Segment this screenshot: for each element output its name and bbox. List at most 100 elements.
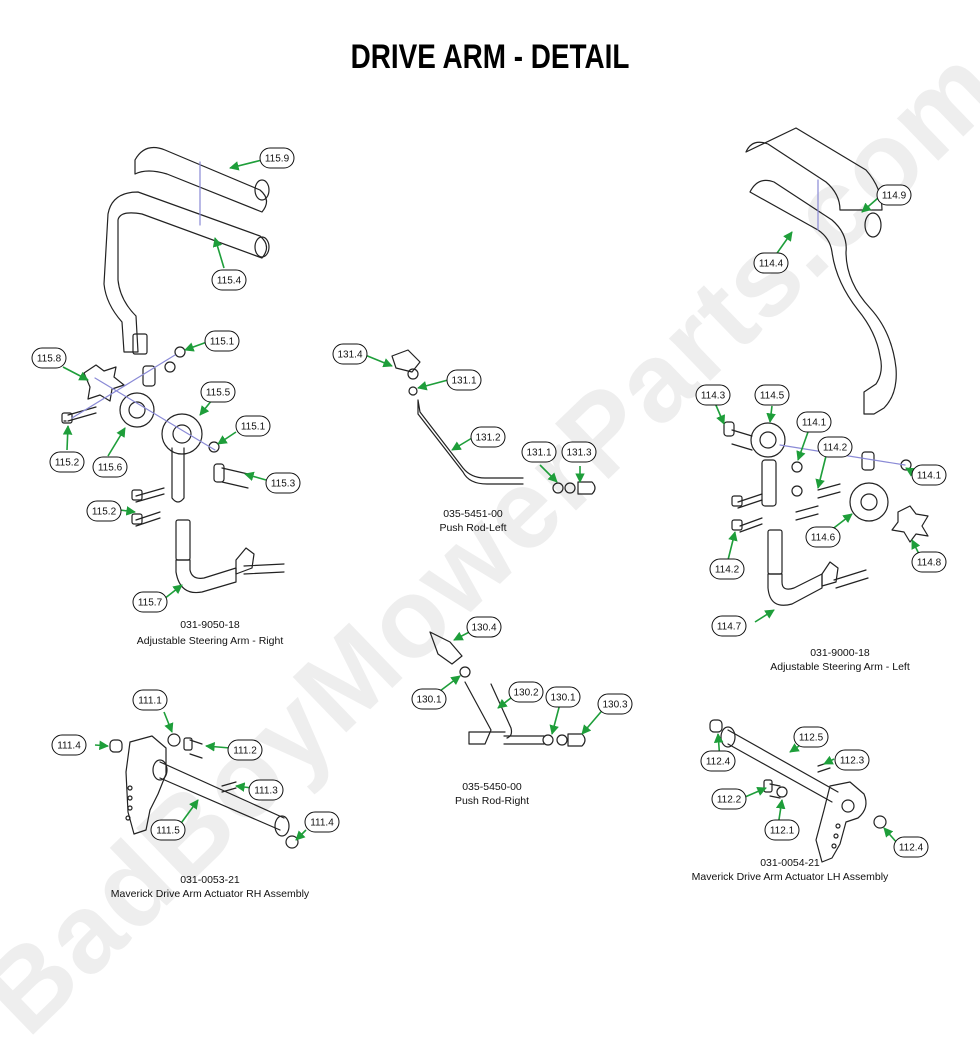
callout-114-7: 114.7 <box>711 615 747 637</box>
lh-actuator <box>709 719 887 863</box>
callout-label: 111.1 <box>138 696 162 707</box>
callout-label: 112.3 <box>840 756 865 767</box>
callout-114-3: 114.3 <box>695 384 731 406</box>
callout-label: 114.1 <box>917 471 942 482</box>
left-steering-arm-hardware <box>723 421 929 543</box>
callout-label: 115.4 <box>217 276 242 287</box>
callout-label: 131.3 <box>566 448 591 459</box>
callout-115-5: 115.5 <box>200 381 236 403</box>
callout-115-2: 115.2 <box>86 500 122 522</box>
callout-111-1: 111.1 <box>132 689 168 711</box>
caption-left-steering-arm: 031-9000-18 Adjustable Steering Arm - Le… <box>760 646 920 674</box>
callout-label: 111.5 <box>156 826 180 837</box>
callout-130-3: 130.3 <box>597 693 633 715</box>
callout-114-1: 114.1 <box>911 464 947 486</box>
callout-label: 130.1 <box>550 693 575 704</box>
callout-111-5: 111.5 <box>150 819 186 841</box>
part-number: 031-0053-21 <box>180 874 240 886</box>
left-steering-arm-lower <box>767 529 869 606</box>
callout-label: 111.4 <box>310 818 334 829</box>
callout-131-1: 131.1 <box>521 441 557 463</box>
part-number: 031-0054-21 <box>760 857 820 869</box>
callout-label: 114.1 <box>802 418 827 429</box>
callout-label: 115.7 <box>138 598 163 609</box>
part-number: 035-5450-00 <box>462 781 522 793</box>
callout-115-4: 115.4 <box>211 269 247 291</box>
callout-label: 130.1 <box>416 695 441 706</box>
callout-label: 114.5 <box>760 391 785 402</box>
callout-114-2: 114.2 <box>817 436 853 458</box>
callout-label: 130.2 <box>513 688 538 699</box>
callout-112-2: 112.2 <box>711 788 747 810</box>
callout-label: 114.2 <box>823 443 848 454</box>
callout-label: 114.3 <box>701 391 726 402</box>
assembly-name: Maverick Drive Arm Actuator LH Assembly <box>691 871 889 883</box>
push-rod-right <box>429 631 586 747</box>
callout-label: 131.4 <box>337 350 362 361</box>
callout-label: 114.8 <box>917 558 942 569</box>
callout-115-7: 115.7 <box>132 591 168 613</box>
callout-112-4: 112.4 <box>700 750 736 772</box>
callout-111-3: 111.3 <box>248 779 284 801</box>
callout-114-1: 114.1 <box>796 411 832 433</box>
caption-rh-actuator: 031-0053-21 Maverick Drive Arm Actuator … <box>110 873 310 901</box>
callout-label: 112.4 <box>899 843 924 854</box>
callout-115-9: 115.9 <box>259 147 295 169</box>
callout-label: 114.4 <box>759 259 784 270</box>
callout-label: 114.7 <box>717 622 742 633</box>
assembly-name: Maverick Drive Arm Actuator RH Assembly <box>110 888 310 900</box>
callout-115-8: 115.8 <box>31 347 67 369</box>
callout-label: 130.4 <box>471 623 496 634</box>
callout-label: 114.9 <box>882 191 907 202</box>
callout-115-1: 115.1 <box>235 415 271 437</box>
assembly-name: Push Rod-Right <box>454 795 530 807</box>
caption-right-steering-arm: 031-9050-18 Adjustable Steering Arm - Ri… <box>130 618 290 648</box>
callout-111-4: 111.4 <box>51 734 87 756</box>
callout-131-2: 131.2 <box>470 426 506 448</box>
assembly-name: Push Rod-Left <box>439 522 507 534</box>
callout-bubbles: 115.9 115.4 115.1 115.8 115.5 115.1 115.2 115.6… <box>31 147 947 858</box>
callout-label: 111.3 <box>254 786 278 797</box>
callout-label: 114.6 <box>811 533 836 544</box>
callout-114-6: 114.6 <box>805 526 841 548</box>
right-steering-arm-lower <box>175 519 285 594</box>
callout-115-1: 115.1 <box>204 330 240 352</box>
caption-lh-actuator: 031-0054-21 Maverick Drive Arm Actuator … <box>690 856 890 884</box>
parts-illustration: 115.9 115.4 115.1 115.8 115.5 115.1 115.2 115.6… <box>31 127 947 863</box>
rh-actuator <box>109 733 299 849</box>
callout-130-1: 130.1 <box>411 688 447 710</box>
callout-label: 112.4 <box>706 757 731 768</box>
callout-112-4: 112.4 <box>893 836 929 858</box>
callout-114-9: 114.9 <box>876 184 912 206</box>
callout-label: 115.9 <box>265 154 290 165</box>
caption-push-rod-left: 035-5451-00 Push Rod-Left <box>413 507 533 535</box>
callout-130-2: 130.2 <box>508 681 544 703</box>
right-steering-arm-handles <box>103 147 270 355</box>
part-number: 031-9050-18 <box>180 619 240 631</box>
assembly-name: Adjustable Steering Arm - Right <box>136 635 284 647</box>
callout-label: 114.2 <box>715 565 740 576</box>
part-number: 031-9000-18 <box>810 647 870 659</box>
callout-130-4: 130.4 <box>466 616 502 638</box>
callout-label: 115.1 <box>210 337 235 348</box>
callout-label: 115.8 <box>37 354 62 365</box>
callout-131-4: 131.4 <box>332 343 368 365</box>
callout-114-5: 114.5 <box>754 384 790 406</box>
callout-label: 111.4 <box>57 741 81 752</box>
callout-131-3: 131.3 <box>561 441 597 463</box>
callout-111-4: 111.4 <box>304 811 340 833</box>
part-number: 035-5451-00 <box>443 508 503 520</box>
page-title: DRIVE ARM - DETAIL <box>350 38 630 76</box>
assembly-name: Adjustable Steering Arm - Left <box>770 661 910 673</box>
push-rod-left <box>391 349 596 495</box>
callout-114-4: 114.4 <box>753 252 789 274</box>
callout-label: 115.5 <box>206 388 231 399</box>
callout-115-6: 115.6 <box>92 456 128 478</box>
callout-label: 115.3 <box>271 479 296 490</box>
parts-diagram: BadBoyMowerParts.com DRIVE ARM - DETAIL <box>0 23 980 1057</box>
callout-label: 131.1 <box>526 448 551 459</box>
callout-label: 131.1 <box>451 376 476 387</box>
callout-130-1: 130.1 <box>545 686 581 708</box>
caption-push-rod-right: 035-5450-00 Push Rod-Right <box>432 780 552 808</box>
callout-label: 130.3 <box>602 700 627 711</box>
